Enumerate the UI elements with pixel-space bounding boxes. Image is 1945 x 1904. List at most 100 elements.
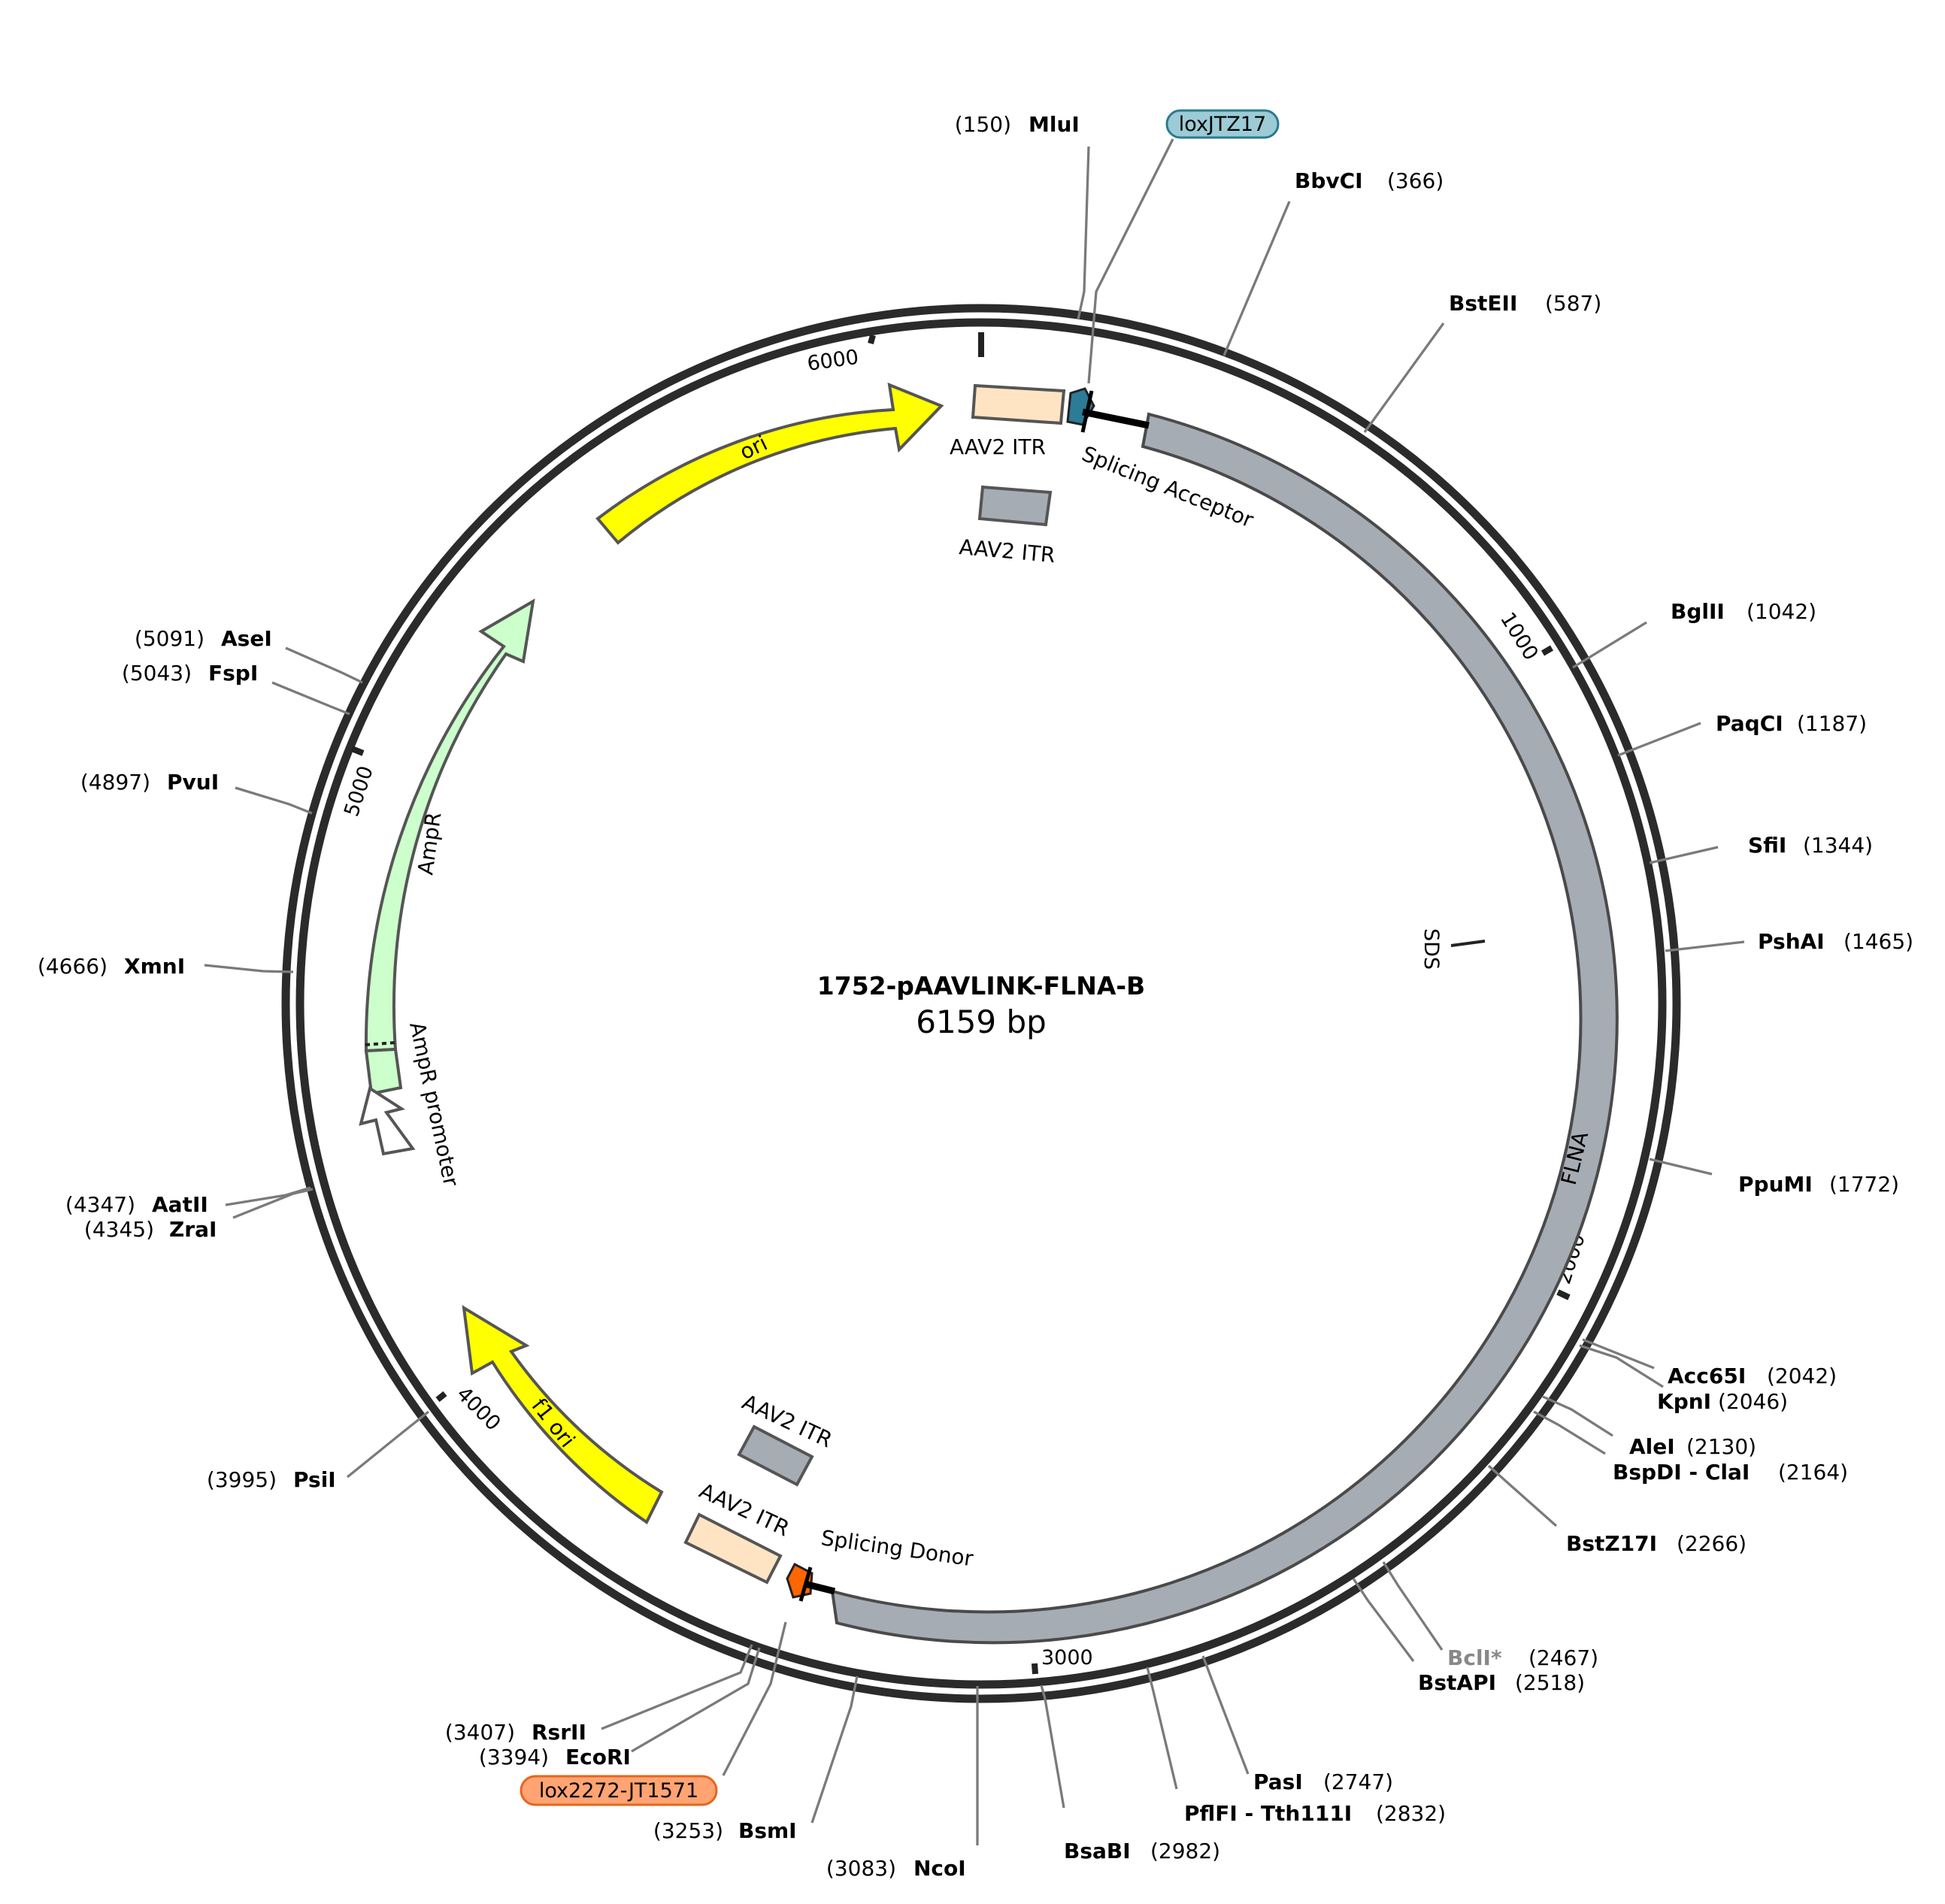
leader-fspi [271,681,350,716]
site-psii-name: PsiI [293,1467,336,1492]
backbone-outer-ring [281,304,1681,1703]
site-bglii[interactable]: BglII (1042) [1671,599,1816,624]
leader-aatii [225,1186,311,1206]
leader-zrai [232,1188,314,1219]
site-kpni[interactable]: KpnI (2046) [1657,1389,1788,1414]
site-psii[interactable]: (3995) PsiI [207,1467,336,1492]
tick-6000 [868,334,876,345]
plasmid-name: 1752-pAAVLINK-FLNA-B [817,971,1145,1000]
loxjtz17-box[interactable] [1165,109,1280,139]
site-bspdi-name: BspDI - ClaI [1613,1460,1750,1485]
site-bcli-name: BclI* [1447,1645,1502,1670]
site-bsabi-pos: (2982) [1150,1839,1220,1863]
site-psii-pos: (3995) [207,1467,277,1492]
site-acc65i-name: Acc65I [1668,1364,1746,1388]
site-zrai[interactable]: (4345) ZraI [84,1217,217,1242]
site-ecori[interactable]: (3394) EcoRI [479,1745,631,1769]
site-asei[interactable]: (5091) AseI [135,626,272,651]
site-pshai[interactable]: PshAI (1465) [1758,929,1913,954]
site-bbvci-pos: (366) [1387,168,1444,193]
site-kpni-pos: (2046) [1718,1389,1788,1414]
ampr-feature[interactable] [364,598,535,1053]
site-bsteii[interactable]: BstEII (587) [1449,291,1601,316]
splicing-donor-tick [798,1566,813,1602]
leader-bspdi [1533,1410,1606,1455]
tick-5000 [350,746,365,756]
ori-feature[interactable] [595,382,944,545]
aav2-itr-1-feature[interactable] [971,383,1066,425]
leader-psii [346,1410,430,1479]
site-sfii[interactable]: SfiI (1344) [1748,833,1873,858]
flna-feature[interactable] [830,412,1619,1645]
tick-label-6000: 6000 [806,346,860,376]
site-kpni-name: KpnI [1657,1389,1711,1414]
site-fspi[interactable]: (5043) FspI [122,661,258,686]
site-bsteii-pos: (587) [1545,291,1601,316]
f1-ori-feature[interactable] [462,1305,664,1524]
aav2-itr-2-label: AAV2 ITR [958,534,1056,568]
leader-pflfi [1146,1666,1178,1790]
site-bcli[interactable]: BclI* (2467) [1447,1645,1598,1670]
site-bbvci[interactable]: BbvCI (366) [1295,168,1444,193]
aav2-itr-3-feature[interactable] [737,1424,814,1487]
site-bspdi[interactable]: BspDI - ClaI (2164) [1613,1460,1848,1485]
site-paqci[interactable]: PaqCI (1187) [1716,711,1867,736]
site-zrai-pos: (4345) [84,1217,154,1242]
site-alei-pos: (2130) [1686,1434,1756,1459]
site-bsmi-pos: (3253) [653,1818,723,1843]
site-mlui[interactable]: (150) MluI [955,112,1080,137]
leader-bsmi [810,1675,859,1824]
leader-ppumi [1649,1158,1713,1176]
leader-asei [285,646,363,684]
site-bglii-name: BglII [1671,599,1725,624]
leader-bstapi [1352,1578,1415,1662]
site-aatii[interactable]: (4347) AatII [65,1192,208,1217]
site-ecori-pos: (3394) [479,1745,549,1769]
site-bsmi[interactable]: (3253) BsmI [653,1818,797,1843]
tick-2000 [1556,1289,1571,1300]
site-fspi-name: FspI [208,661,258,686]
aav2-itr-2-feature[interactable] [977,485,1053,527]
tick-label-4000: 4000 [452,1382,505,1436]
site-paqci-pos: (1187) [1797,711,1867,736]
ampr-promoter-feature[interactable] [359,1085,416,1156]
site-bstapi[interactable]: BstAPI (2518) [1418,1670,1585,1695]
site-pflfi[interactable]: PflFI - Tth111I (2832) [1184,1801,1446,1826]
site-bsmi-name: BsmI [738,1818,797,1843]
site-acc65i[interactable]: Acc65I (2042) [1668,1364,1837,1388]
site-bstz17i[interactable]: BstZ17I (2266) [1566,1531,1747,1556]
site-ncoi-pos: (3083) [826,1856,896,1881]
site-pvui[interactable]: (4897) PvuI [80,770,219,795]
sds-marker [1450,940,1486,947]
site-xmni[interactable]: (4666) XmnI [38,954,185,979]
site-pshai-name: PshAI [1758,929,1825,954]
site-alei-name: AleI [1629,1434,1675,1459]
site-alei[interactable]: AleI (2130) [1629,1434,1756,1459]
backbone-inner-ring [295,318,1667,1689]
leader-pasi [1201,1655,1250,1775]
site-xmni-name: XmnI [124,954,185,979]
loxjtz17-label: loxJTZ17 [1179,113,1266,136]
site-ppumi[interactable]: PpuMI (1772) [1738,1172,1899,1197]
aav2-itr-4-feature[interactable] [683,1512,783,1585]
site-asei-pos: (5091) [135,626,204,651]
site-ncoi[interactable]: (3083) NcoI [826,1856,966,1881]
ampr-promoter-label: AmpR promoter [404,1020,464,1189]
site-rsrii[interactable]: (3407) RsrII [445,1720,586,1745]
site-ncoi-name: NcoI [913,1856,966,1881]
lox2272-box[interactable] [520,1775,718,1806]
site-acc65i-pos: (2042) [1767,1364,1837,1388]
site-bstapi-pos: (2518) [1515,1670,1585,1695]
site-sfii-name: SfiI [1748,833,1786,858]
site-pasi[interactable]: PasI (2747) [1253,1769,1393,1794]
site-mlui-pos: (150) [955,112,1011,137]
site-bsabi[interactable]: BsaBI (2982) [1064,1839,1220,1863]
leader-pvui [235,786,313,815]
leader-xmni [204,964,294,973]
site-bstz17i-name: BstZ17I [1566,1531,1657,1556]
sds-label: SDS [1419,928,1443,970]
plasmid-size: 6159 bp [916,1003,1047,1040]
aav2-itr-1-label: AAV2 ITR [950,434,1046,459]
leader-bbvci [1222,201,1291,356]
